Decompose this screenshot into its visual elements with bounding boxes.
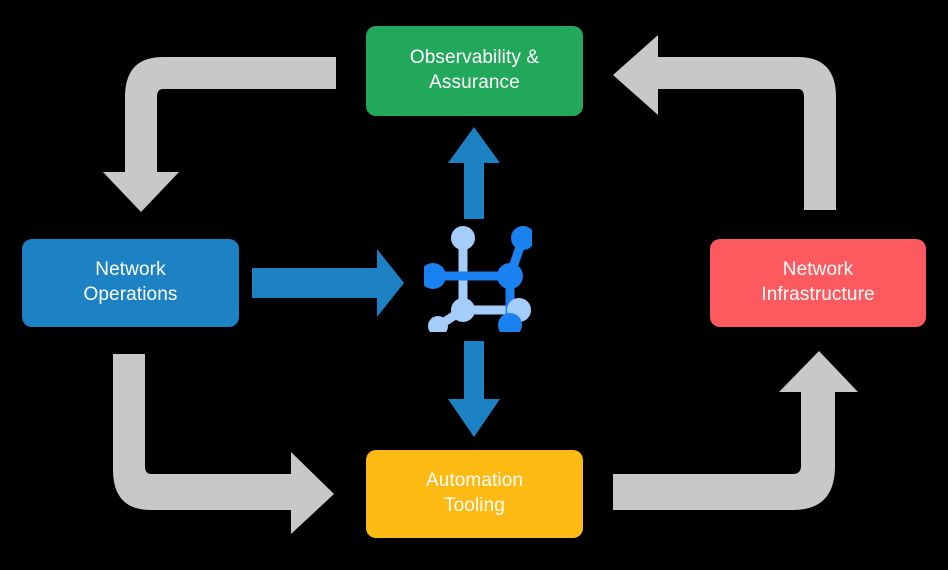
network-nodes-bright [420, 226, 535, 337]
arrow-automation-to-infrastructure [613, 351, 858, 510]
arrow-operations-to-core [252, 249, 404, 317]
box-observability-assurance[interactable]: Observability & Assurance [366, 26, 583, 116]
arrow-core-to-automation [448, 341, 500, 437]
network-nodes-light [428, 226, 531, 336]
box-network-operations[interactable]: Network Operations [22, 239, 239, 327]
arrow-infrastructure-to-observability [613, 35, 836, 210]
arrow-operations-to-automation [113, 354, 334, 534]
network-graph-icon [420, 224, 535, 337]
box-automation-tooling[interactable]: Automation Tooling [366, 450, 583, 538]
box-network-infrastructure[interactable]: Network Infrastructure [710, 239, 926, 327]
arrow-observability-to-operations [103, 57, 336, 212]
arrow-core-to-observability [448, 127, 500, 219]
